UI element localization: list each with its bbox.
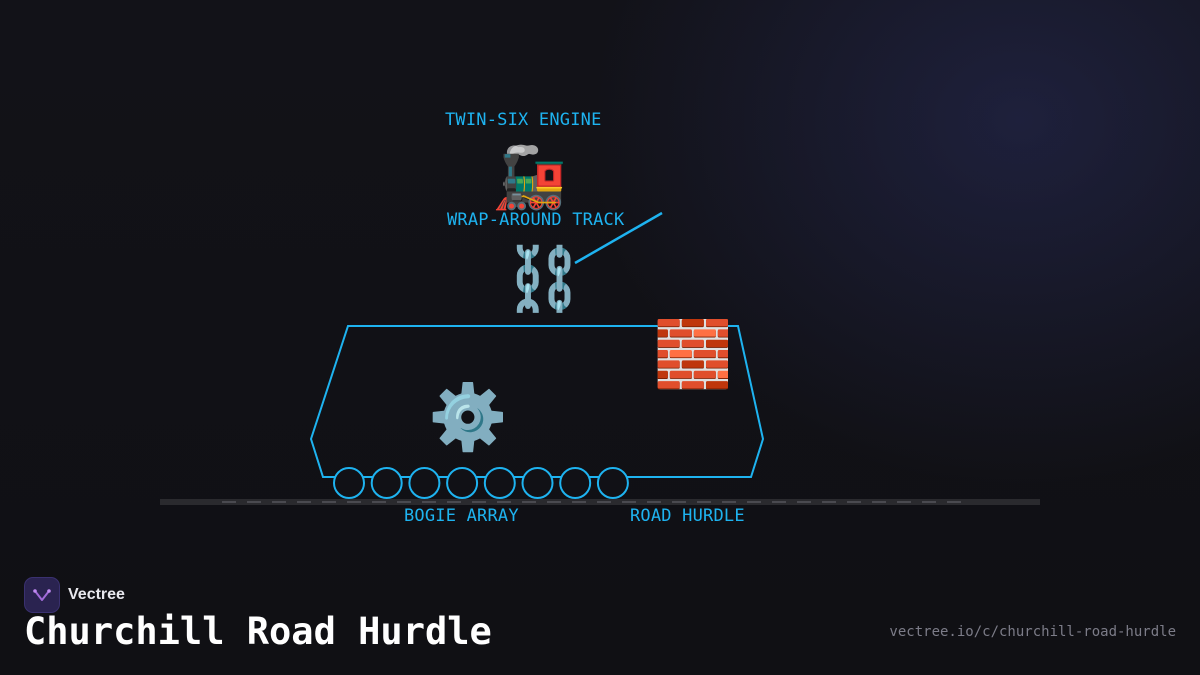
wheel xyxy=(596,467,629,499)
wheel xyxy=(333,467,365,499)
locomotive-icon: 🚂 xyxy=(492,143,567,213)
chain-icon: ⛓️ xyxy=(505,242,583,315)
wheel xyxy=(483,467,516,499)
wheel xyxy=(370,467,403,499)
tank-hull xyxy=(309,325,765,478)
wheel xyxy=(559,467,592,499)
label-track: WRAP-AROUND TRACK xyxy=(447,210,625,230)
brand-name: Vectree xyxy=(68,586,125,603)
label-hurdle: ROAD HURDLE xyxy=(630,506,745,526)
wheel xyxy=(446,467,479,499)
wheel xyxy=(408,467,441,499)
brand-logo-icon xyxy=(24,577,60,613)
label-bogie: BOGIE ARRAY xyxy=(404,506,519,526)
page-title: Churchill Road Hurdle xyxy=(24,610,492,653)
wheel xyxy=(521,467,554,499)
callout-line xyxy=(574,211,663,265)
page-url: vectree.io/c/churchill-road-hurdle xyxy=(889,624,1176,640)
brand: Vectree xyxy=(24,577,125,613)
brick-icon: 🧱 xyxy=(653,318,733,392)
label-engine: TWIN-SIX ENGINE xyxy=(445,110,602,130)
gear-icon: ⚙️ xyxy=(428,381,508,455)
ground-line xyxy=(160,499,1040,505)
wheel-row xyxy=(333,467,629,499)
